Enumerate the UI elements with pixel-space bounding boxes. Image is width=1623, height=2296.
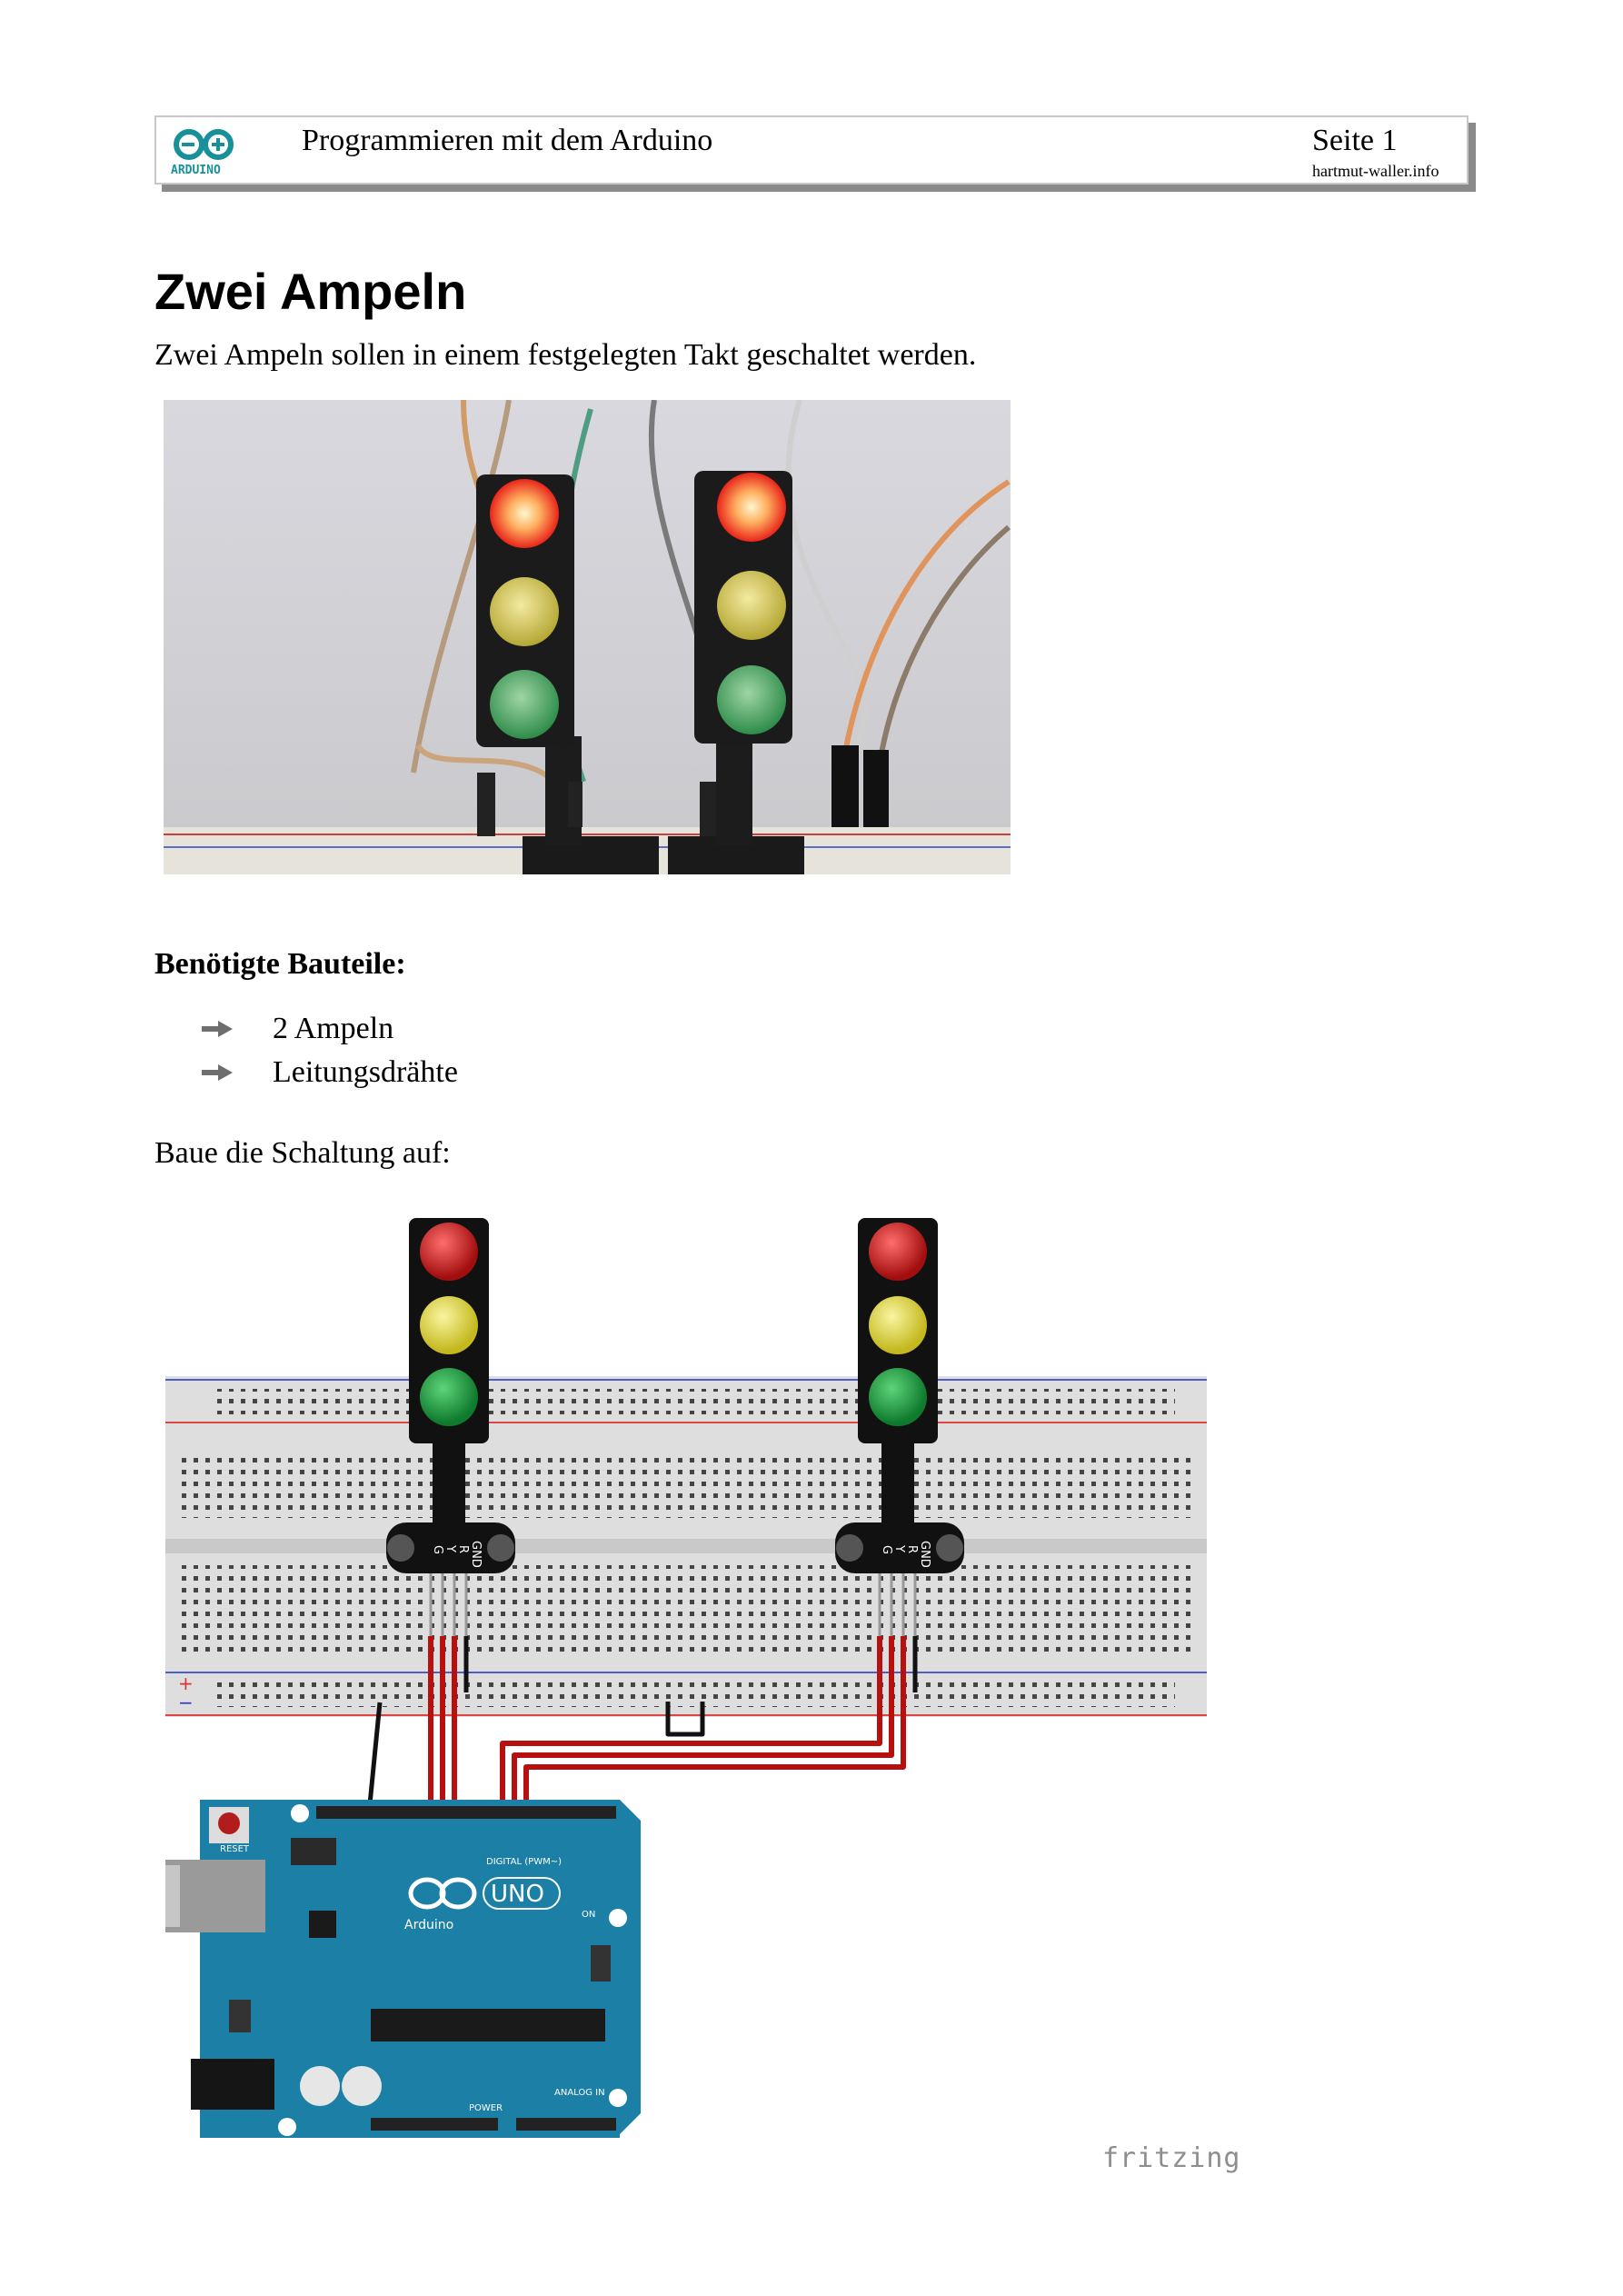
pin-label: G (431, 1545, 444, 1554)
traffic-light-module-2: GND R Y G (835, 1218, 964, 1636)
arrow-bullet-icon (202, 1021, 233, 1037)
pin-label: R (905, 1545, 919, 1553)
on-label: ON (582, 1910, 595, 1920)
digital-label: DIGITAL (PWM~) (486, 1857, 562, 1867)
page-header: ARDUINO Programmieren mit dem Arduino Se… (154, 115, 1469, 185)
document-title: Programmieren mit dem Arduino (302, 124, 713, 157)
traffic-lights-photo (164, 400, 1011, 874)
intro-text: Zwei Ampeln sollen in einem festgelegten… (154, 338, 977, 372)
breadboard: + − (165, 1376, 1207, 1717)
list-item-label: Leitungsdrähte (273, 1055, 458, 1089)
arrow-bullet-icon (202, 1064, 233, 1081)
minus-label: − (178, 1692, 194, 1713)
pin-label: Y (892, 1544, 906, 1552)
arduino-brand: Arduino (404, 1918, 453, 1932)
page-number: Seite 1 (1312, 124, 1398, 157)
parts-list: 2 Ampeln Leitungsdrähte (200, 1007, 458, 1094)
pin-label: Y (443, 1544, 457, 1552)
build-instruction: Baue die Schaltung auf: (154, 1136, 451, 1170)
list-item-label: 2 Ampeln (273, 1012, 394, 1045)
plus-label: + (178, 1672, 194, 1694)
reset-label: RESET (220, 1844, 250, 1854)
power-label: POWER (469, 2103, 503, 2113)
pin-label: R (456, 1545, 470, 1553)
wires (366, 1636, 918, 1816)
list-item: 2 Ampeln (200, 1007, 458, 1051)
fritzing-brand: fritzing (1102, 2142, 1241, 2174)
traffic-light-module-1: GND R Y G (386, 1218, 515, 1636)
pin-label: G (880, 1545, 893, 1554)
photo-traffic-light-1 (476, 474, 659, 874)
website: hartmut-waller.info (1312, 162, 1439, 180)
pin-label: GND (469, 1541, 483, 1568)
circuit-diagram: + − GND R Y G (165, 1218, 1207, 2138)
list-item: Leitungsdrähte (200, 1051, 458, 1094)
arduino-uno-board: RESET DIGITAL (PWM~) UNO Arduino ON POWE… (165, 1800, 641, 2138)
pin-label: GND (918, 1541, 931, 1568)
analog-label: ANALOG IN (554, 2088, 605, 2098)
logo-text: ARDUINO (171, 164, 221, 177)
parts-heading: Benötigte Bauteile: (154, 947, 406, 981)
uno-label: UNO (491, 1881, 544, 1908)
photo-traffic-light-2 (668, 471, 804, 874)
arduino-logo: ARDUINO (171, 129, 234, 177)
page-heading: Zwei Ampeln (154, 263, 467, 320)
